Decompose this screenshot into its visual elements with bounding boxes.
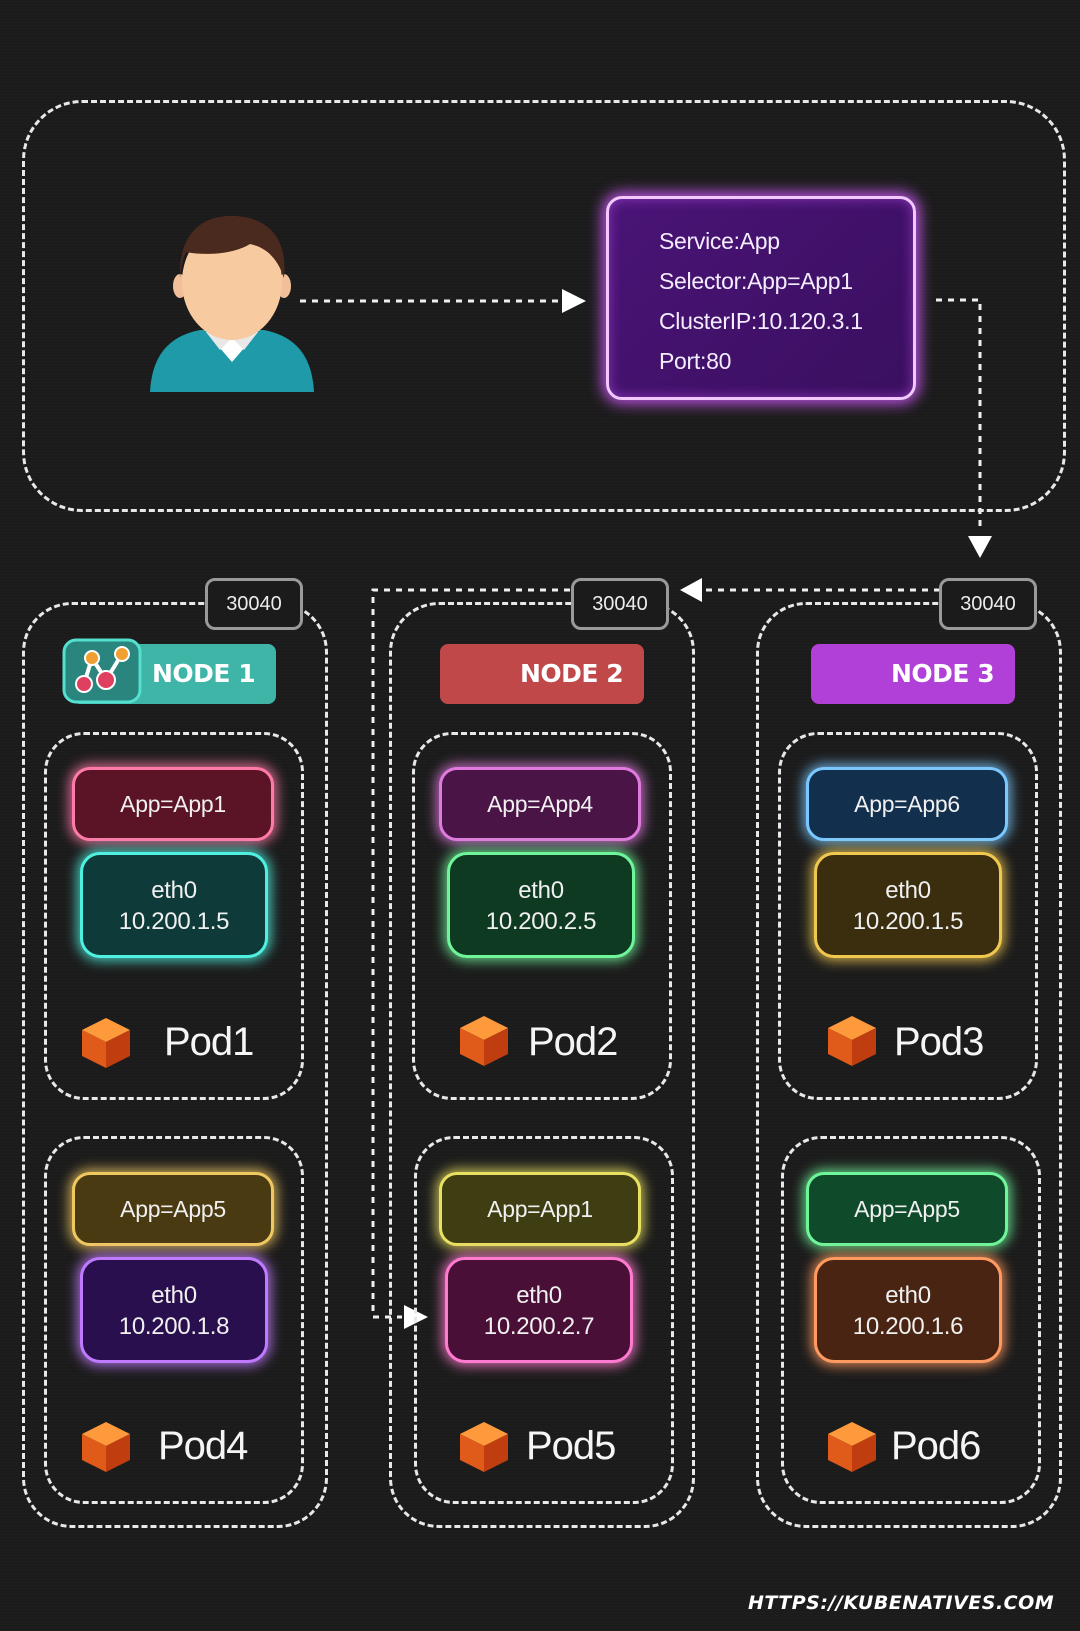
pod1-frame xyxy=(44,732,304,1100)
service-to-node3-arrowhead xyxy=(968,536,992,558)
pod2-frame xyxy=(412,732,672,1100)
pod4-app-label: App=App5 xyxy=(72,1172,274,1246)
pod3-app-label: App=App6 xyxy=(806,767,1008,841)
pod2-interface: eth0 10.200.2.5 xyxy=(447,852,635,958)
node2-to-pod5-arrow-line xyxy=(371,588,570,1319)
node3-to-node2-arrowhead xyxy=(680,578,702,602)
pod3-iface-name: eth0 xyxy=(885,877,931,904)
node-3-label: NODE 3 xyxy=(811,644,1015,704)
pod1-name: Pod1 xyxy=(164,1020,254,1064)
cluster-frame xyxy=(22,100,1066,512)
pod4-cube-icon xyxy=(82,1422,130,1472)
pod1-app-label: App=App1 xyxy=(72,767,274,841)
pod1-iface-name: eth0 xyxy=(151,877,197,904)
pod2-ip: 10.200.2.5 xyxy=(485,908,597,935)
pod4-interface: eth0 10.200.1.8 xyxy=(80,1257,268,1363)
pod2-iface-name: eth0 xyxy=(518,877,564,904)
service-cluster-ip: ClusterIP:10.120.3.1 xyxy=(659,308,863,334)
pod5-app-label: App=App1 xyxy=(439,1172,641,1246)
pod1-interface: eth0 10.200.1.5 xyxy=(80,852,268,958)
service-box: Service:App Selector:App=App1 ClusterIP:… xyxy=(606,196,916,400)
pod6-iface-name: eth0 xyxy=(885,1282,931,1309)
pod6-frame xyxy=(781,1136,1041,1504)
node-3-frame xyxy=(756,602,1062,1528)
node-1-port-tag: 30040 xyxy=(205,578,303,630)
pod2-cube-icon xyxy=(460,1016,508,1066)
service-name: Service:App xyxy=(659,228,780,254)
user-to-service-arrowhead xyxy=(562,289,586,313)
pod5-cube-icon xyxy=(460,1422,508,1472)
pod4-name: Pod4 xyxy=(158,1424,248,1468)
pod2-name: Pod2 xyxy=(528,1020,618,1064)
pod5-interface: eth0 10.200.2.7 xyxy=(445,1257,633,1363)
pod6-cube-icon xyxy=(828,1422,876,1472)
node-2-frame xyxy=(389,602,695,1528)
pod1-ip: 10.200.1.5 xyxy=(118,908,230,935)
pod3-cube-icon xyxy=(828,1016,876,1066)
pod3-frame xyxy=(778,732,1038,1100)
pod4-frame xyxy=(44,1136,304,1504)
pod6-app-label: App=App5 xyxy=(806,1172,1008,1246)
pod3-name: Pod3 xyxy=(894,1020,984,1064)
pod6-interface: eth0 10.200.1.6 xyxy=(814,1257,1002,1363)
pod6-ip: 10.200.1.6 xyxy=(852,1313,964,1340)
service-port: Port:80 xyxy=(659,348,732,374)
pod4-ip: 10.200.1.8 xyxy=(118,1313,230,1340)
pod5-name: Pod5 xyxy=(526,1424,616,1468)
service-selector: Selector:App=App1 xyxy=(659,268,853,294)
node-3-port-tag: 30040 xyxy=(939,578,1037,630)
pod4-iface-name: eth0 xyxy=(151,1282,197,1309)
pod1-cube-icon xyxy=(82,1018,130,1068)
pod2-app-label: App=App4 xyxy=(439,767,641,841)
user-avatar xyxy=(150,215,314,392)
node-1-network-icon xyxy=(62,638,142,704)
service-to-node3-arrow-line xyxy=(936,298,982,528)
pod5-iface-name: eth0 xyxy=(516,1282,562,1309)
node-2-port-tag: 30040 xyxy=(571,578,669,630)
node-1-frame xyxy=(22,602,328,1528)
pod5-ip: 10.200.2.7 xyxy=(483,1313,595,1340)
node-2-label: NODE 2 xyxy=(440,644,644,704)
pod5-frame xyxy=(414,1136,674,1504)
source-credit: HTTPS://KUBENATIVES.COM xyxy=(748,1592,1055,1614)
pod3-interface: eth0 10.200.1.5 xyxy=(814,852,1002,958)
pod3-ip: 10.200.1.5 xyxy=(852,908,964,935)
pod6-name: Pod6 xyxy=(891,1424,981,1468)
